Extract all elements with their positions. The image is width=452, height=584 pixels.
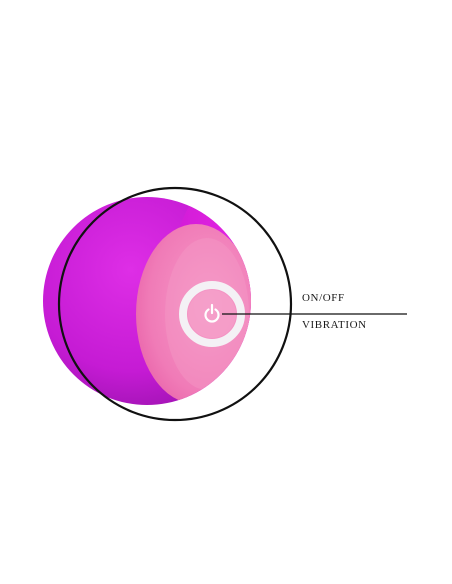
callout-label-on-off: ON/OFF	[302, 292, 345, 304]
magnifier-outline	[57, 186, 293, 422]
power-icon	[204, 303, 220, 323]
power-button[interactable]	[179, 281, 245, 347]
callout-label-vibration: VIBRATION	[302, 319, 367, 331]
